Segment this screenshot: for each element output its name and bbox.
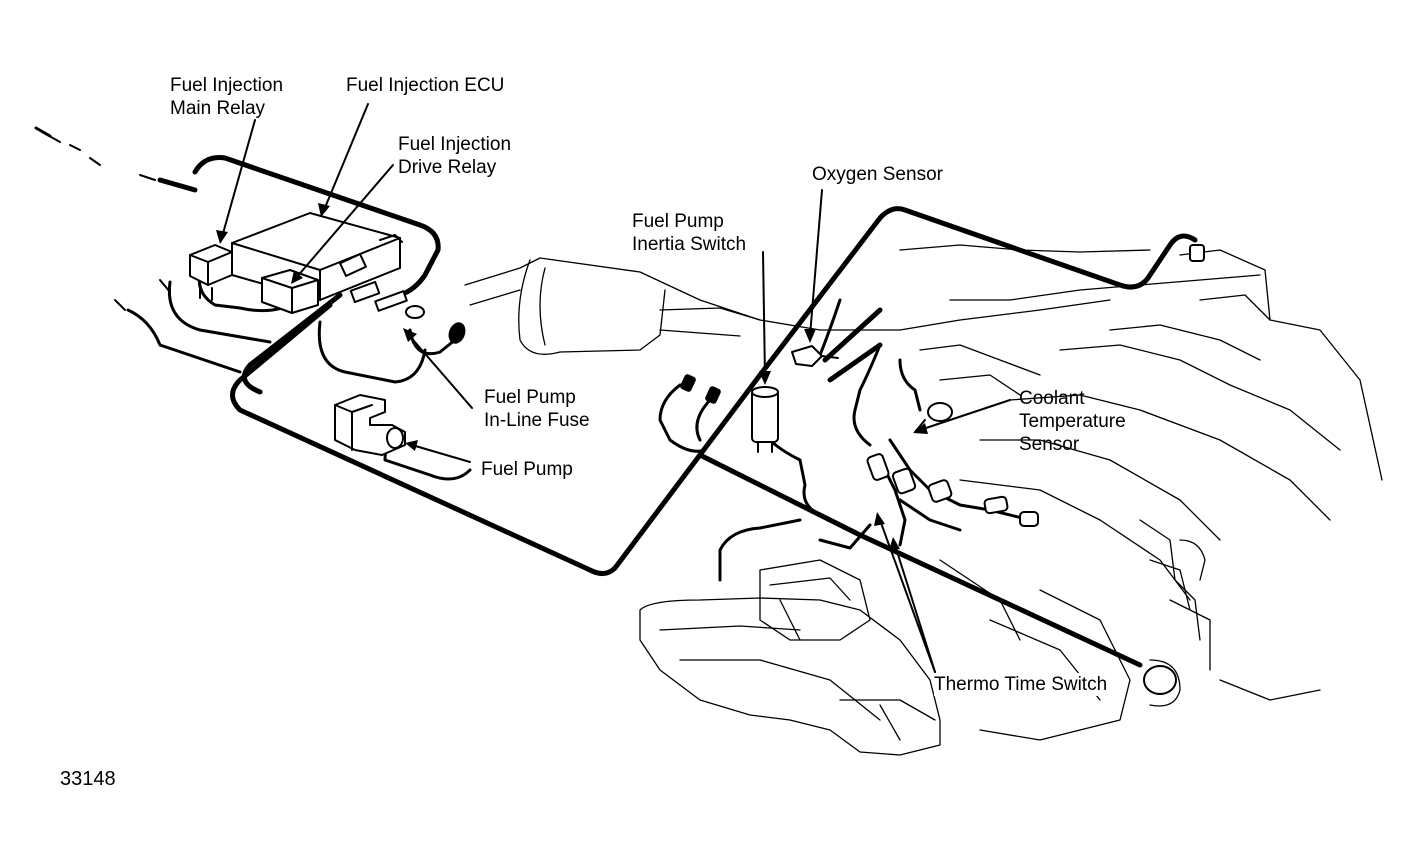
label-coolant-sensor-line1: Coolant	[1019, 388, 1085, 409]
label-inertia-switch-line2: Inertia Switch	[632, 234, 747, 255]
label-coolant-sensor: Coolant Temperature Sensor	[1019, 387, 1126, 456]
label-ecu-text: Fuel Injection ECU	[346, 75, 505, 96]
label-inline-fuse: Fuel Pump In-Line Fuse	[484, 386, 590, 432]
coolant-sensor-component	[914, 402, 953, 433]
drive-relay-component	[261, 269, 319, 314]
wiring-harness	[192, 155, 1198, 668]
label-inertia-switch: Fuel Pump Inertia Switch	[632, 210, 746, 256]
label-fuel-pump-text: Fuel Pump	[481, 459, 573, 480]
label-ecu: Fuel Injection ECU	[346, 74, 504, 97]
label-thermo-switch: Thermo Time Switch	[934, 673, 1108, 696]
inertia-switch-component	[751, 386, 779, 453]
label-main-relay-line2: Main Relay	[170, 98, 266, 119]
thermo-switch-component	[866, 453, 1039, 527]
ecu-connectors	[339, 253, 425, 319]
label-oxygen-sensor: Oxygen Sensor	[812, 163, 943, 186]
figure-id: 33148	[60, 768, 116, 791]
inertia-switch-connectors	[680, 374, 721, 404]
label-inline-fuse-line2: In-Line Fuse	[484, 410, 590, 431]
figure-id-text: 33148	[60, 768, 116, 790]
chassis-outline	[464, 244, 1383, 756]
label-main-relay: Fuel Injection Main Relay	[170, 74, 283, 120]
label-drive-relay: Fuel Injection Drive Relay	[398, 133, 511, 179]
label-drive-relay-line2: Drive Relay	[398, 157, 497, 178]
label-thermo-switch-text: Thermo Time Switch	[934, 674, 1108, 695]
label-coolant-sensor-line2: Temperature	[1019, 411, 1126, 432]
harness-left-end	[34, 126, 198, 311]
label-fuel-pump: Fuel Pump	[481, 458, 573, 481]
label-inline-fuse-line1: Fuel Pump	[484, 387, 576, 408]
label-coolant-sensor-line3: Sensor	[1019, 434, 1080, 455]
oxygen-sensor-component	[791, 345, 839, 367]
label-main-relay-line1: Fuel Injection	[170, 75, 284, 96]
fuel-pump-component	[334, 394, 406, 456]
right-connector	[1143, 244, 1205, 695]
arrow-heads	[216, 203, 928, 550]
inline-fuse-plug	[448, 322, 466, 344]
main-relay-component	[189, 244, 233, 301]
label-drive-relay-line1: Fuel Injection	[398, 134, 512, 155]
leader-lines	[221, 103, 1011, 673]
label-inertia-switch-line1: Fuel Pump	[632, 211, 724, 232]
label-oxygen-sensor-text: Oxygen Sensor	[812, 164, 943, 185]
